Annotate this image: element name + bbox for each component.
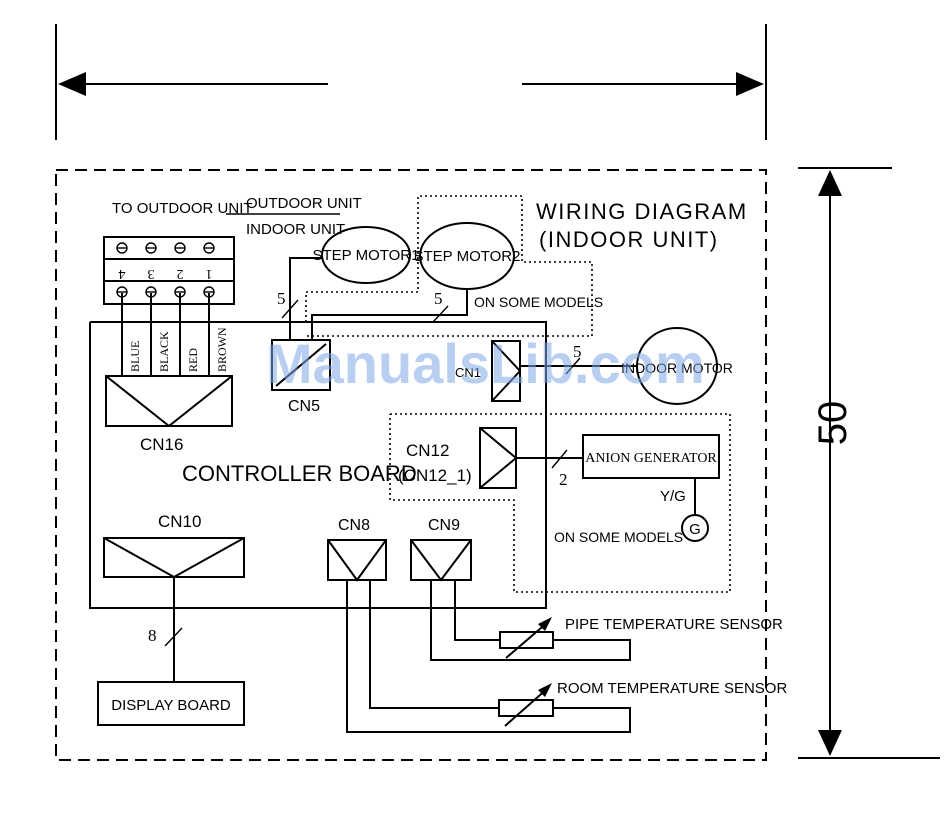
cn10-connector: CN10 — [103, 512, 245, 579]
terminal-wires: BLUE BLACK RED BROWN — [121, 293, 229, 376]
wire-count: 8 — [148, 626, 157, 645]
room-sensor-label: ROOM TEMPERATURE SENSOR — [557, 680, 787, 697]
diagram-title: WIRING DIAGRAM — [536, 199, 748, 224]
on-some-models-label: ON SOME MODELS — [474, 294, 603, 310]
diagram-subtitle: (INDOOR UNIT) — [539, 227, 719, 252]
pipe-temperature-sensor: PIPE TEMPERATURE SENSOR — [430, 580, 783, 661]
optional-region-step-motor2 — [305, 195, 593, 337]
cn16-label: CN16 — [140, 435, 183, 454]
right-dimension: 50 — [798, 167, 940, 759]
cn10-label: CN10 — [158, 512, 201, 531]
ground-symbol: G — [689, 521, 701, 538]
wire-color-label: BLACK — [157, 331, 171, 372]
cn9-connector: CN9 — [410, 517, 472, 582]
cn12-connector: CN12 (CN12_1) — [398, 427, 518, 489]
wire-count: 2 — [559, 470, 568, 489]
watermark: ManualsLib.com — [266, 332, 705, 395]
step-motor-1: STEP MOTOR1 — [313, 226, 420, 284]
wire-count: 5 — [277, 289, 286, 308]
indoor-unit-label: INDOOR UNIT — [246, 221, 345, 238]
wire-count: 5 — [434, 289, 443, 308]
anion-generator-label: ANION GENERATOR — [585, 451, 717, 466]
terminal-number: 3 — [148, 266, 155, 281]
cn8-label: CN8 — [338, 517, 370, 534]
to-outdoor-label: TO OUTDOOR UNIT — [112, 200, 253, 217]
wire-count: 5 — [573, 342, 582, 361]
outdoor-unit-label: OUTDOOR UNIT — [246, 195, 362, 212]
cn8-connector: CN8 — [327, 517, 387, 582]
terminal-number: 1 — [206, 266, 213, 281]
wire-color-label: RED — [186, 348, 200, 372]
cn12-label: CN12 — [406, 441, 449, 460]
wire-color-label: BLUE — [128, 341, 142, 372]
indoor-motor-label: INDOOR MOTOR — [621, 360, 733, 376]
terminal-number: 2 — [177, 266, 184, 281]
anion-on-some-models-label: ON SOME MODELS — [554, 529, 683, 545]
controller-board-label: CONTROLLER BOARD — [182, 461, 417, 486]
terminal-block: TO OUTDOOR UNIT OUTDOOR UNIT INDOOR UNIT… — [103, 195, 362, 305]
top-dimension — [55, 24, 767, 140]
fan-connector-label: CN1 — [455, 365, 481, 380]
pipe-sensor-label: PIPE TEMPERATURE SENSOR — [565, 616, 783, 633]
cn12-alt-label: (CN12_1) — [398, 466, 472, 485]
indoor-unit-boundary — [55, 169, 767, 761]
controller-board-outline — [89, 321, 547, 609]
terminal-number: 4 — [119, 266, 126, 281]
display-wiring: 8 DISPLAY BOARD — [97, 577, 245, 726]
wire-color-label: BROWN — [215, 327, 229, 372]
ground-wire-label: Y/G — [660, 488, 686, 505]
step-motor1-label: STEP MOTOR1 — [313, 247, 420, 264]
optional-region-anion — [389, 413, 731, 593]
cn5-label: CN5 — [288, 398, 320, 415]
anion-generator: 2 ANION GENERATOR Y/G G ON SOME MODELS — [516, 434, 720, 545]
cn9-label: CN9 — [428, 517, 460, 534]
display-board-label: DISPLAY BOARD — [111, 697, 231, 714]
dimension-value: 50 — [811, 401, 855, 446]
cn5-wiring: 5 5 CN5 — [271, 257, 468, 415]
cn16-connector: CN16 — [105, 375, 233, 454]
step-motor-2: STEP MOTOR2 — [414, 222, 521, 290]
indoor-fan-motor: CN1 5 INDOOR MOTOR — [455, 327, 733, 405]
step-motor2-label: STEP MOTOR2 — [414, 248, 521, 265]
room-temperature-sensor: ROOM TEMPERATURE SENSOR — [346, 580, 787, 733]
